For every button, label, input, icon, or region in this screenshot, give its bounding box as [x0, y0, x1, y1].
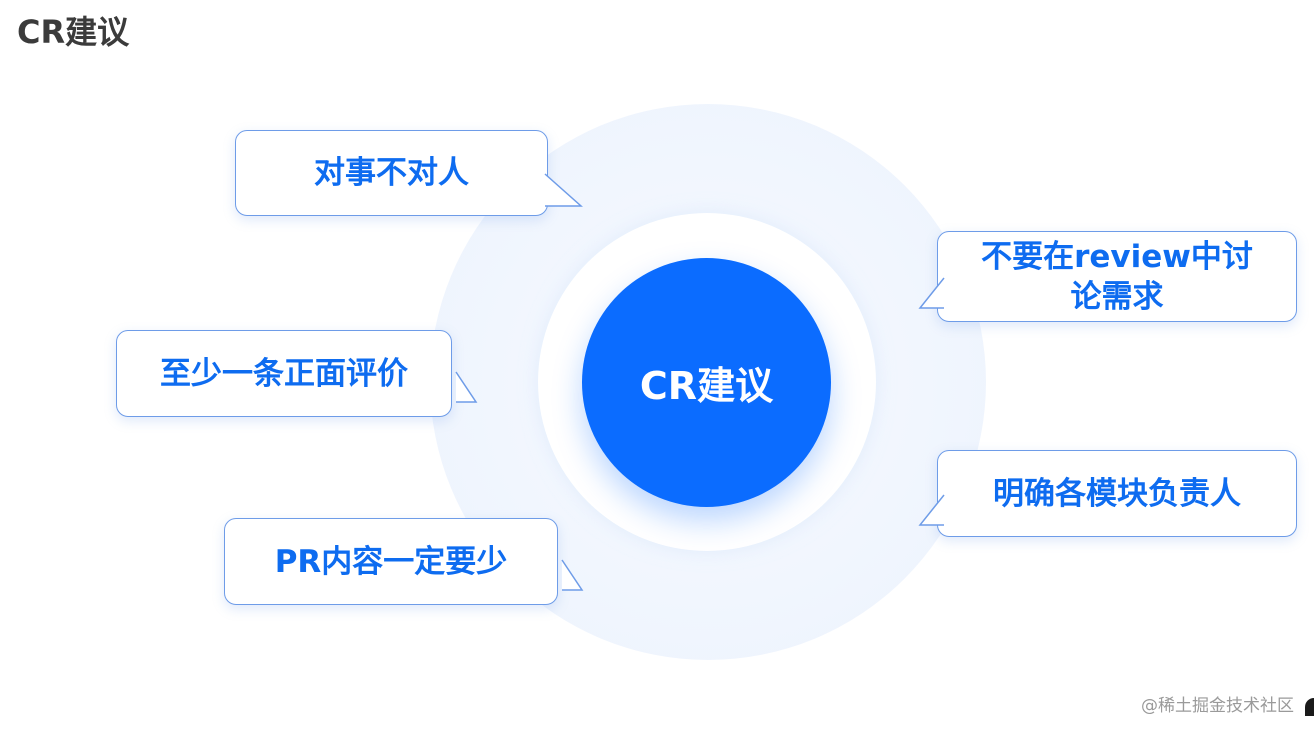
bubble-4-text: 不要在review中讨 论需求	[981, 238, 1253, 315]
corner-mark	[1305, 698, 1314, 716]
bubble-5-text: 明确各模块负责人	[993, 475, 1241, 512]
slide-title: CR建议	[17, 13, 130, 51]
bubble-3: PR内容一定要少	[224, 518, 558, 605]
bubble-3-text: PR内容一定要少	[274, 543, 508, 580]
bubble-1-text: 对事不对人	[314, 155, 469, 191]
center-circle: CR建议	[582, 258, 831, 507]
bubble-4-tail	[918, 277, 945, 309]
bubble-2-tail	[455, 371, 478, 403]
bubble-5: 明确各模块负责人	[937, 450, 1297, 537]
bubble-3-tail	[561, 559, 584, 591]
center-label: CR建议	[639, 364, 774, 408]
bubble-2-text: 至少一条正面评价	[160, 355, 408, 392]
bubble-1: 对事不对人	[235, 130, 548, 216]
bubble-2: 至少一条正面评价	[116, 330, 452, 417]
bubble-1-tail	[544, 173, 583, 207]
bubble-4: 不要在review中讨 论需求	[937, 231, 1297, 322]
watermark: @稀土掘金技术社区	[1141, 696, 1294, 716]
bubble-5-tail	[918, 494, 945, 526]
